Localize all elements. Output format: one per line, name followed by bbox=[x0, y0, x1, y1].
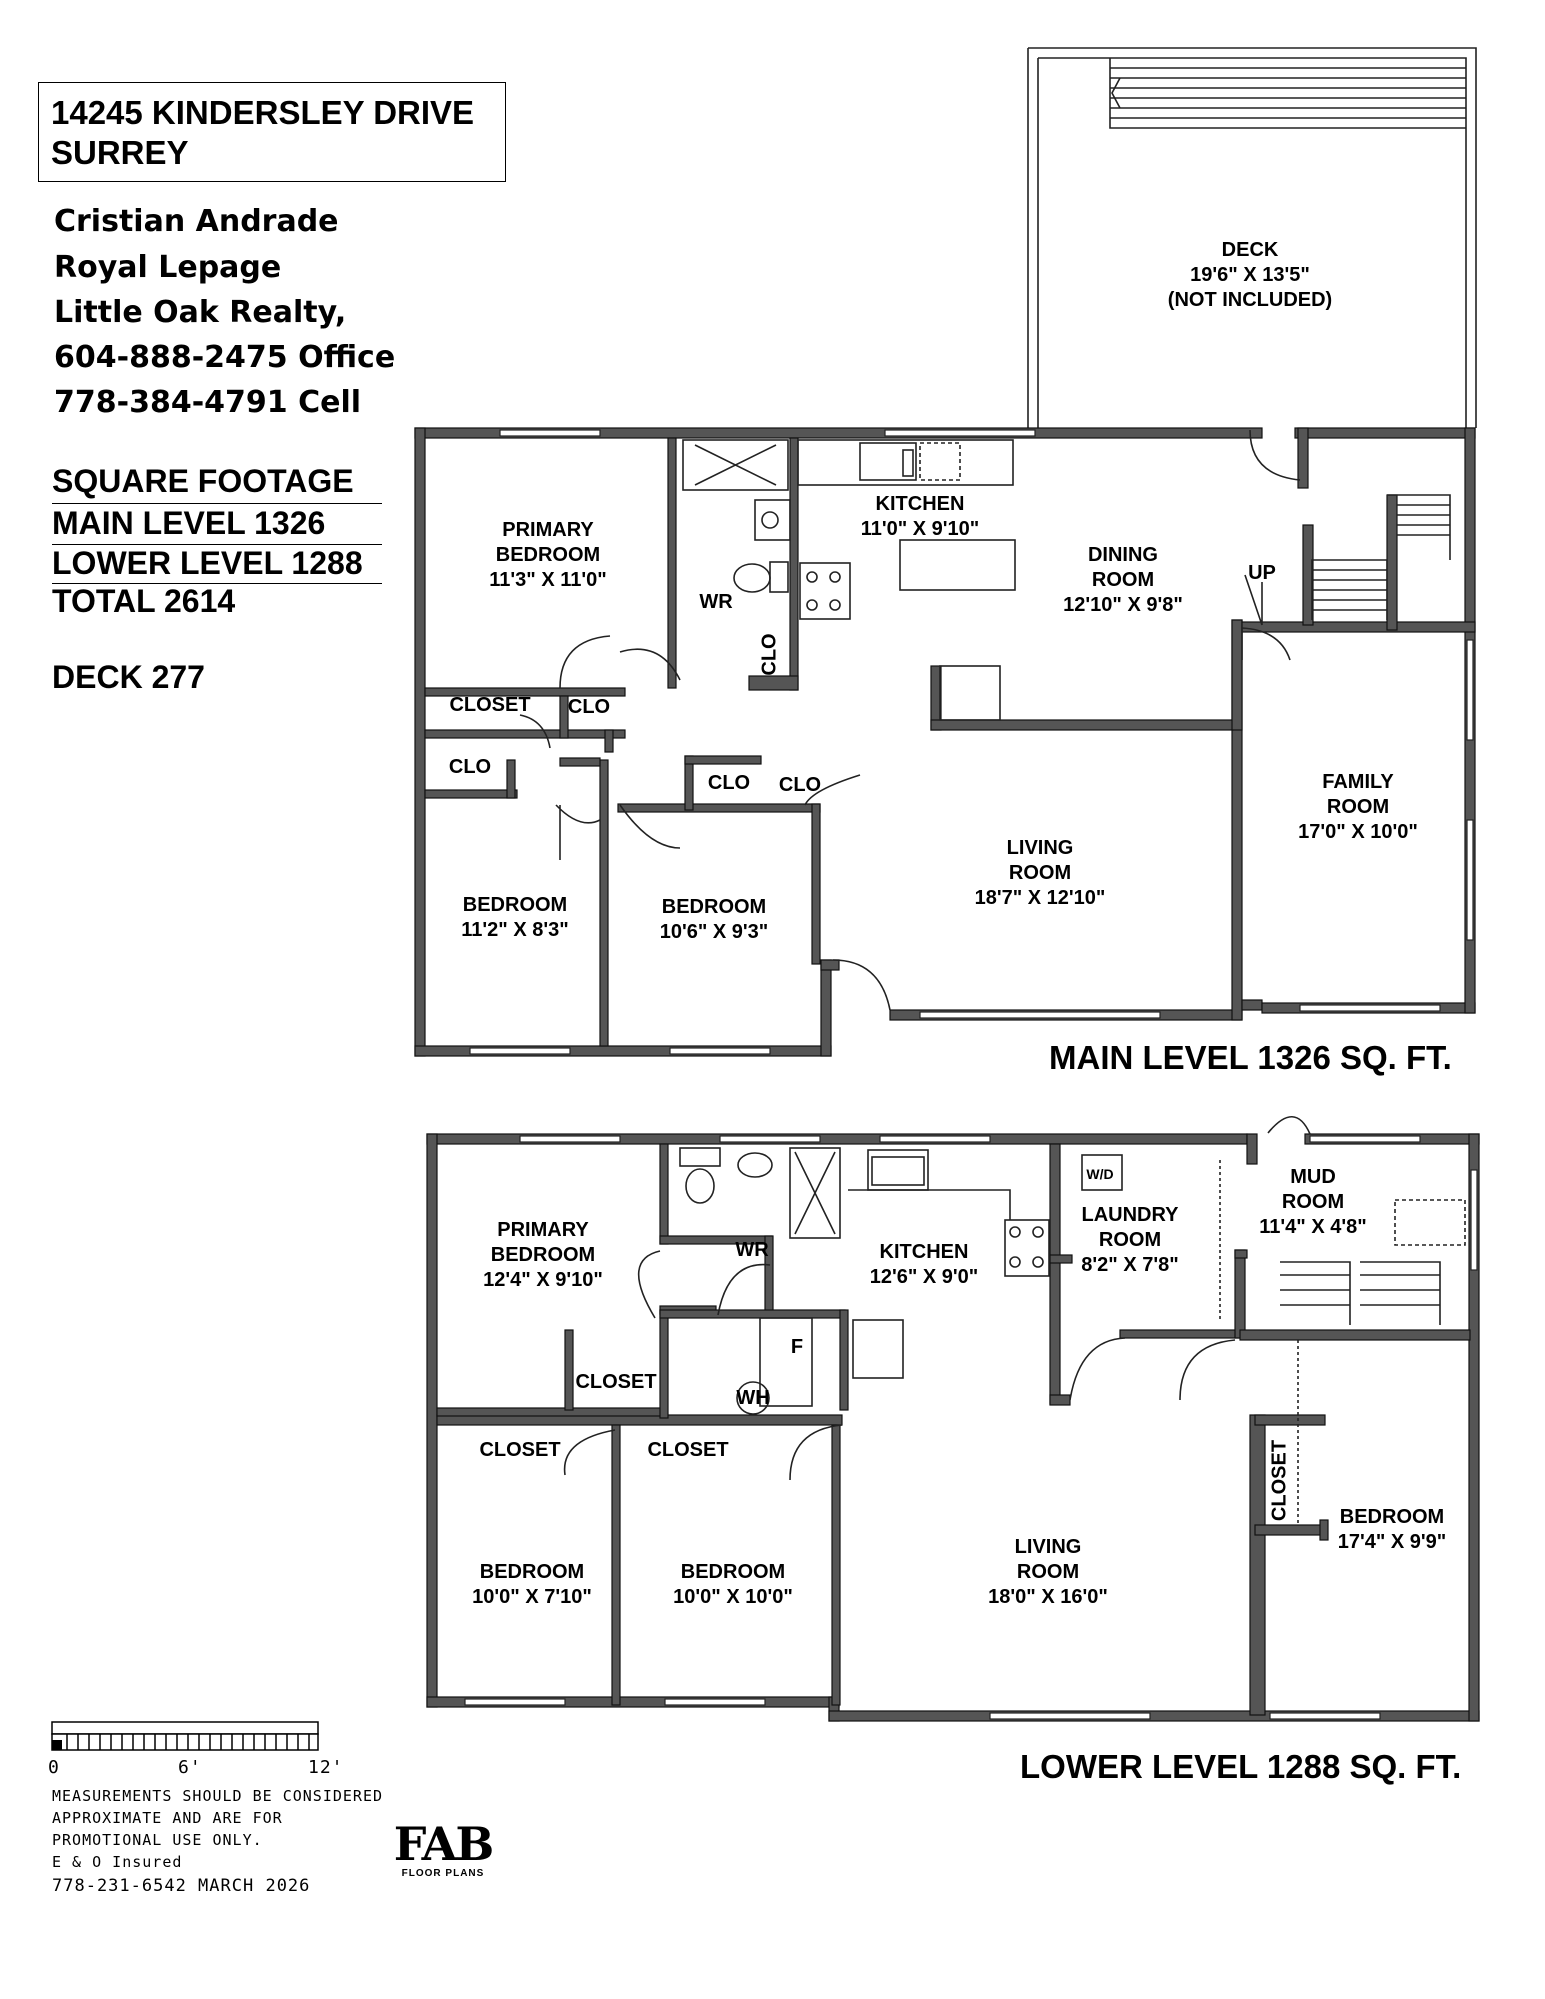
address-box: 14245 KINDERSLEY DRIVE SURREY bbox=[38, 82, 506, 182]
main-level-fixtures bbox=[519, 429, 1451, 1011]
sqft-deck: DECK 277 bbox=[52, 659, 205, 695]
room-lower-mud: MUD ROOM 11'4" X 4'8" bbox=[1259, 1166, 1367, 1238]
room-lower-kitchen: KITCHEN 12'6" X 9'0" bbox=[869, 1241, 979, 1288]
sqft-divider bbox=[52, 503, 382, 504]
room-lower-bedroom-1: BEDROOM 10'0" X 7'10" bbox=[472, 1561, 592, 1608]
label-wd: W/D bbox=[1086, 1166, 1114, 1182]
lower-level-windows bbox=[464, 1135, 1478, 1720]
label-closet: CLOSET bbox=[1268, 1439, 1291, 1522]
label-closet: CLOSET bbox=[647, 1439, 729, 1461]
room-main-living: LIVING ROOM 18'7" X 12'10" bbox=[974, 837, 1106, 909]
scale-tick-0: 0 bbox=[48, 1757, 60, 1778]
sqft-total: TOTAL 2614 bbox=[52, 583, 236, 619]
room-main-bedroom-2: BEDROOM 10'6" X 9'3" bbox=[659, 896, 769, 943]
disclaimer-line4: E & O Insured bbox=[52, 1853, 183, 1871]
room-main-primary-bedroom: PRIMARY BEDROOM 11'3" X 11'0" bbox=[489, 519, 607, 591]
room-lower-laundry: LAUNDRY ROOM 8'2" X 7'8" bbox=[1081, 1204, 1179, 1276]
disclaimer-line5: 778-231-6542 MARCH 2026 bbox=[52, 1876, 311, 1896]
label-clo: CLO bbox=[567, 696, 611, 718]
room-lower-primary-bedroom: PRIMARY BEDROOM 12'4" X 9'10" bbox=[483, 1219, 603, 1291]
label-closet: CLOSET bbox=[479, 1439, 561, 1461]
agent-cell: 778-384-4791 Cell bbox=[54, 385, 362, 420]
room-deck: DECK 19'6" X 13'5" (NOT INCLUDED) bbox=[1167, 239, 1333, 311]
agent-brokerage1: Royal Lepage bbox=[54, 250, 282, 285]
room-lower-bedroom-3: BEDROOM 17'4" X 9'9" bbox=[1337, 1506, 1447, 1553]
address-line2: SURREY bbox=[51, 134, 189, 171]
sqft-heading: SQUARE FOOTAGE bbox=[52, 463, 354, 499]
label-closet: CLOSET bbox=[575, 1371, 657, 1393]
scale-tick-12: 12' bbox=[308, 1757, 344, 1778]
sqft-divider bbox=[52, 583, 382, 584]
room-lower-bedroom-2: BEDROOM 10'0" X 10'0" bbox=[673, 1561, 793, 1608]
label-wr: WR bbox=[735, 1239, 769, 1261]
room-main-kitchen: KITCHEN 11'0" X 9'10" bbox=[860, 493, 980, 540]
label-clo: CLO bbox=[448, 756, 492, 778]
label-clo: CLO bbox=[778, 774, 822, 796]
label-wr: WR bbox=[699, 591, 733, 613]
lower-level-fixtures bbox=[563, 1116, 1466, 1525]
disclaimer-line2: APPROXIMATE AND ARE FOR bbox=[52, 1809, 283, 1827]
label-closet: CLOSET bbox=[449, 694, 531, 716]
disclaimer-line1: MEASUREMENTS SHOULD BE CONSIDERED bbox=[52, 1787, 384, 1805]
deck-outline bbox=[1027, 47, 1477, 428]
label-clo: CLO bbox=[758, 633, 781, 676]
room-main-dining: DINING ROOM 12'10" X 9'8" bbox=[1063, 544, 1183, 616]
agent-brokerage2: Little Oak Realty, bbox=[54, 295, 347, 330]
sqft-main: MAIN LEVEL 1326 bbox=[52, 505, 326, 541]
label-up: UP bbox=[1248, 562, 1276, 584]
lower-level-title: LOWER LEVEL 1288 SQ. FT. bbox=[1020, 1748, 1462, 1785]
main-level-windows bbox=[469, 429, 1474, 1055]
sqft-lower: LOWER LEVEL 1288 bbox=[52, 545, 363, 581]
label-f: F bbox=[790, 1336, 804, 1358]
sqft-divider bbox=[52, 544, 382, 545]
address-line1: 14245 KINDERSLEY DRIVE bbox=[51, 94, 475, 131]
room-main-family: FAMILY ROOM 17'0" X 10'0" bbox=[1298, 771, 1418, 843]
scale-tick-6: 6' bbox=[178, 1757, 202, 1778]
room-main-bedroom-1: BEDROOM 11'2" X 8'3" bbox=[461, 894, 569, 941]
label-wh: WH bbox=[736, 1387, 770, 1409]
agent-office: 604-888-2475 Office bbox=[54, 340, 396, 375]
agent-name: Cristian Andrade bbox=[54, 204, 339, 239]
fab-logo: FAB FLOOR PLANS bbox=[393, 1817, 495, 1879]
main-level-title: MAIN LEVEL 1326 SQ. FT. bbox=[1049, 1039, 1452, 1076]
scale-bar bbox=[51, 1721, 319, 1751]
label-clo: CLO bbox=[707, 772, 751, 794]
disclaimer-line3: PROMOTIONAL USE ONLY. bbox=[52, 1831, 263, 1849]
room-lower-living: LIVING ROOM 18'0" X 16'0" bbox=[988, 1536, 1108, 1608]
